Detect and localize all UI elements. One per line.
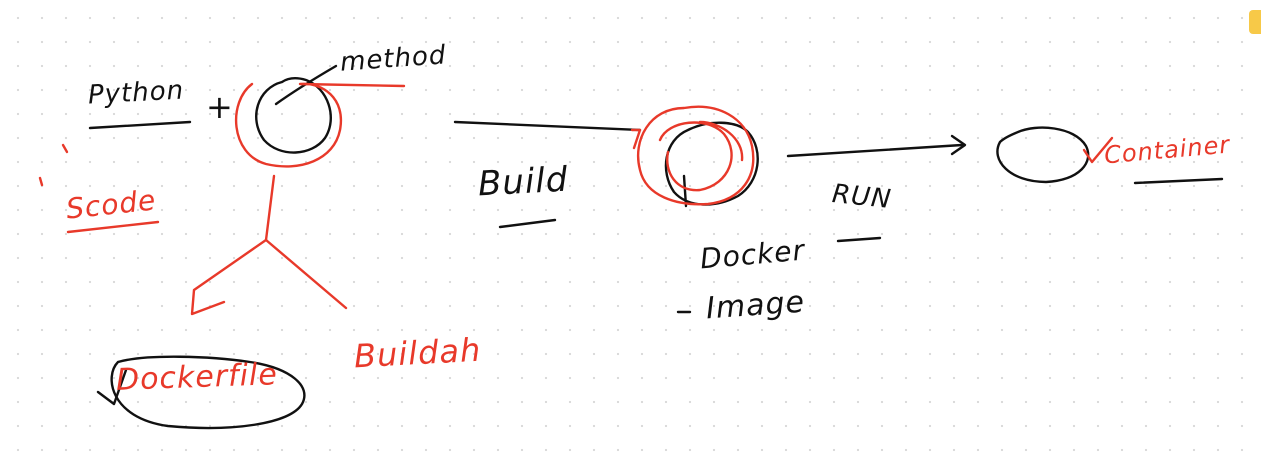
docker-dash	[836, 236, 882, 243]
dockerfile-label: Dockerfile	[115, 357, 279, 398]
run-arrow-head	[950, 134, 967, 156]
image-circle-tail	[682, 174, 688, 208]
container-underline	[1133, 177, 1224, 185]
accent-tick	[61, 143, 69, 154]
accent-dot	[38, 176, 44, 187]
method-pointer-line	[274, 64, 338, 106]
image-label: Image	[704, 284, 807, 327]
build-underline	[498, 218, 557, 229]
dockerfile-circle	[110, 355, 306, 430]
container-check	[1082, 136, 1114, 164]
method-red-circle	[234, 82, 406, 168]
scode-underline	[66, 220, 160, 234]
container-circle	[996, 126, 1090, 184]
image-red-scribble	[630, 105, 755, 206]
plus-sign: +	[206, 88, 234, 126]
run-label: RUN	[830, 178, 893, 216]
buildah-label: Buildah	[353, 330, 483, 376]
tree-trunk	[264, 174, 276, 242]
tree-left-branch	[190, 238, 268, 316]
build-label: Build	[477, 159, 570, 205]
build-arrow-line	[453, 120, 642, 132]
python-underline	[88, 120, 192, 130]
run-arrow-line	[786, 143, 964, 158]
method-circle	[255, 77, 332, 154]
dockerfile-check	[96, 368, 128, 406]
python-label: Python	[87, 75, 185, 111]
image-circle	[664, 121, 759, 206]
tree-right-branch	[264, 238, 348, 310]
corner-tab[interactable]	[1249, 10, 1261, 34]
